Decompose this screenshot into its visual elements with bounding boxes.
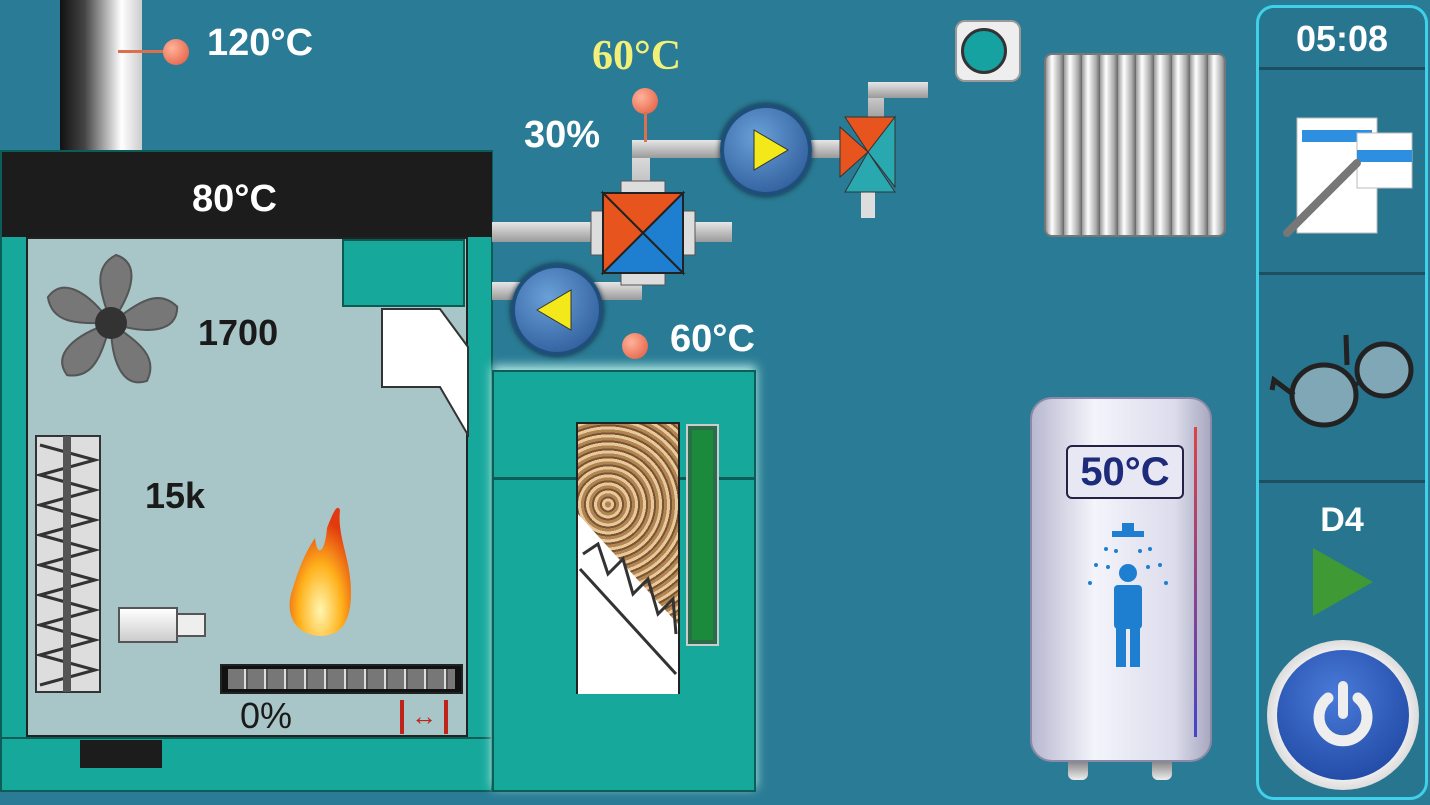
fan-speed[interactable]: 1700 (198, 312, 279, 353)
baffle (381, 308, 469, 437)
tank-temp-box: 50°C (1066, 445, 1184, 499)
radiator-pipe-top (868, 82, 928, 98)
flue-temp-sensor-icon (163, 39, 189, 65)
pellet-window (576, 422, 680, 694)
clock-time: 05:08 (1295, 18, 1389, 59)
power-icon (1313, 681, 1373, 747)
power-button[interactable] (1267, 640, 1419, 790)
flue-temp[interactable]: 120°C (207, 22, 314, 64)
heat-exchanger-block (342, 239, 465, 307)
mixer-opening[interactable]: 30% (524, 114, 601, 156)
mixer-sensor-icon (632, 88, 658, 114)
boiler-temp[interactable]: 80°C (192, 178, 277, 220)
zone-valve-icon[interactable] (835, 112, 901, 220)
tank-foot-right (1152, 762, 1172, 780)
hot-water-tank[interactable]: 50°C (1030, 397, 1212, 762)
bottom-plinth (2, 737, 492, 792)
glasses-icon (1269, 334, 1414, 428)
play-arrow-icon[interactable] (1307, 544, 1377, 620)
fuel-level-bar (686, 424, 719, 646)
igniter-tip (176, 613, 206, 637)
settings-button[interactable] (1259, 70, 1425, 275)
boiler-top-band (2, 152, 492, 237)
tank-thermometer (1194, 427, 1197, 737)
view-button[interactable] (1259, 275, 1425, 483)
feeder-screw-icon[interactable] (35, 435, 101, 693)
igniter (118, 607, 178, 643)
ash-door (80, 740, 162, 768)
flame-icon (289, 507, 351, 636)
heating-pump-button[interactable] (720, 104, 812, 196)
tank-temp: 50°C (1080, 450, 1170, 494)
pellet-hopper (492, 370, 756, 792)
flue-probe (118, 50, 168, 53)
edit-settings-icon (1283, 117, 1413, 237)
feeder-count[interactable]: 15k (145, 475, 206, 516)
tank-foot-left (1068, 762, 1088, 780)
radiator-icon[interactable] (1040, 55, 1230, 235)
boiler (0, 150, 493, 792)
clock[interactable]: 05:08 (1259, 8, 1425, 70)
chimney (60, 0, 142, 152)
mixing-valve-icon[interactable] (590, 180, 696, 286)
room-thermostat-button[interactable] (955, 20, 1021, 82)
grate-position[interactable]: 0% (240, 695, 293, 736)
grate-stroke-arrow-icon[interactable]: ↔ (400, 700, 448, 734)
mixer-setpoint[interactable]: 60°C (592, 33, 682, 79)
return-sensor-icon (622, 333, 648, 359)
mixer-sensor-probe (644, 112, 647, 142)
grate (220, 664, 463, 694)
return-temp[interactable]: 60°C (670, 318, 755, 360)
sidebar: 05:08 D4 (1256, 5, 1428, 800)
mode-label: D4 (1320, 501, 1364, 539)
boiler-pump-button[interactable] (511, 264, 603, 356)
mode-selector[interactable]: D4 (1259, 483, 1425, 623)
shower-icon (1088, 523, 1168, 667)
fan-icon[interactable] (38, 250, 184, 396)
